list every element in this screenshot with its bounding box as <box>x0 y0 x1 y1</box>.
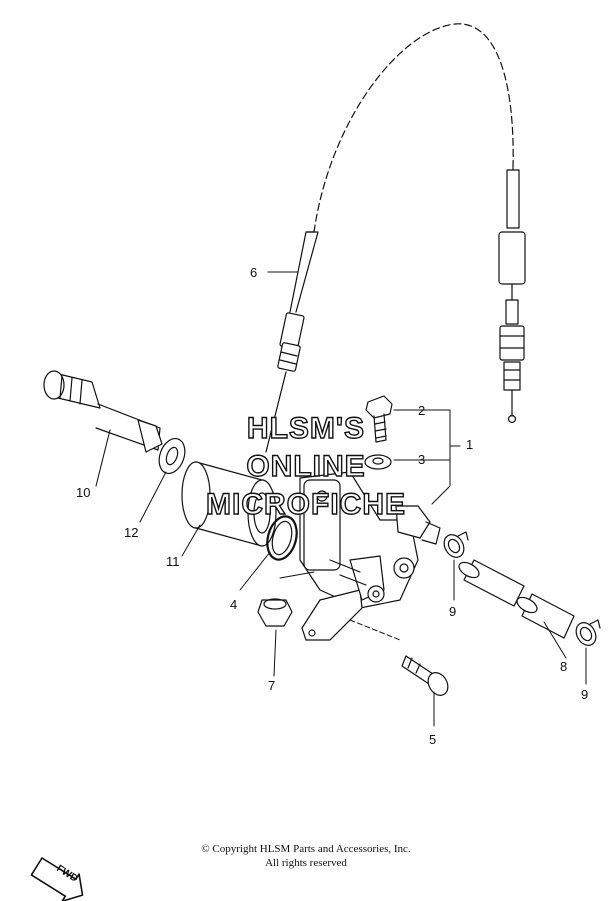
part-5-bolt <box>401 655 449 696</box>
callout-numbers: 1 2 3 4 5 6 7 8 9 9 10 12 11 <box>76 265 588 747</box>
copyright-line-1: © Copyright HLSM Parts and Accessories, … <box>201 843 411 855</box>
callout-8: 8 <box>560 659 567 674</box>
leader-lines <box>95 271 587 727</box>
part-6-oil-pump-cable <box>265 23 526 453</box>
callout-9b: 9 <box>581 687 588 702</box>
callout-11: 11 <box>166 554 180 569</box>
part-8-hose-b <box>516 593 575 639</box>
part-2-bolt <box>365 395 393 443</box>
callout-9a: 9 <box>449 604 456 619</box>
part-9-hose-clamp-b <box>575 619 601 646</box>
part-8-hose-a <box>458 559 525 607</box>
part-1-oil-pump-assembly <box>299 471 441 641</box>
callout-2: 2 <box>418 403 425 418</box>
callout-4: 4 <box>230 597 237 612</box>
watermark-line-3: MICROFICHE <box>206 488 406 521</box>
part-12-washer <box>158 437 186 475</box>
part-7-grommet <box>257 598 293 627</box>
callout-5: 5 <box>429 732 436 747</box>
part-10-drive-gear-shaft <box>43 370 163 453</box>
callout-1: 1 <box>466 437 473 452</box>
watermark-line-2: ONLINE <box>246 450 365 483</box>
copyright-line-2: All rights reserved <box>265 857 347 869</box>
part-11-collar <box>181 461 277 547</box>
part-4-o-ring <box>266 515 298 561</box>
callout-7: 7 <box>268 678 275 693</box>
callout-12: 12 <box>124 525 138 540</box>
callout-10: 10 <box>76 485 90 500</box>
watermark-line-1: HLSM'S <box>247 412 365 445</box>
watermark: HLSM'S ONLINE MICROFICHE <box>205 411 406 521</box>
callout-3: 3 <box>418 452 425 467</box>
part-3-washer <box>364 454 392 470</box>
fwd-arrow-icon <box>30 857 84 901</box>
callout-6: 6 <box>250 265 257 280</box>
part-9-hose-clamp-a <box>443 531 469 558</box>
